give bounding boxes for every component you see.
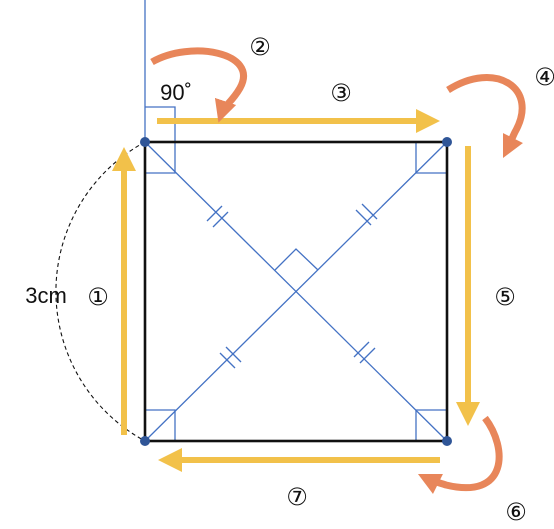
compass-arc (55, 141, 146, 442)
corner-mark-tl (145, 142, 176, 174)
side-length-label: 3cm (25, 283, 67, 308)
angle-label: 90˚ (160, 80, 192, 105)
step-6-label: ⑥ (505, 499, 527, 526)
square (143, 140, 449, 443)
step-1-label: ① (87, 284, 109, 311)
corner-mark-tr (415, 142, 447, 174)
curved-arrow-step-4 (446, 74, 526, 159)
corner-mark-br (415, 409, 447, 441)
vertex-bottom-left (140, 436, 150, 446)
curved-arrow-step-6 (417, 415, 503, 495)
step-3-label: ③ (330, 80, 352, 107)
vertex-top-left (140, 137, 150, 147)
center-right-angle-mark (274, 248, 319, 271)
curved-arrow-step-2 (150, 47, 247, 123)
vertex-bottom-right (442, 436, 452, 446)
step-5-label: ⑤ (494, 284, 516, 311)
equal-tick-marks (206, 203, 378, 369)
step-7-label: ⑦ (286, 484, 308, 511)
vertex-top-right (442, 137, 452, 147)
step-2-label: ② (249, 34, 271, 61)
step-4-label: ④ (534, 64, 554, 91)
right-angle-marker-top (145, 106, 176, 142)
diagonal-tr-bl (144, 141, 448, 442)
corner-mark-bl (145, 409, 176, 441)
